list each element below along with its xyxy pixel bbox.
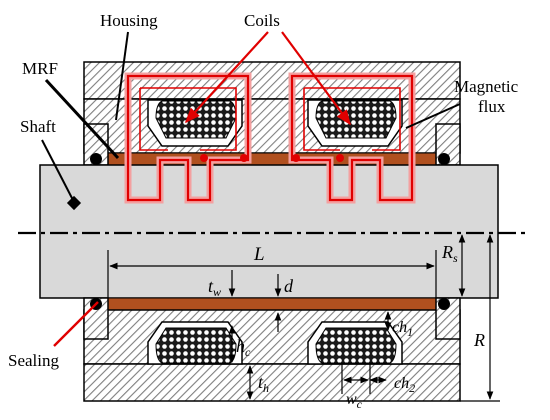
flux-node bbox=[240, 154, 248, 162]
label-sealing: Sealing bbox=[8, 351, 59, 370]
dim-th-label: th bbox=[258, 372, 269, 395]
bottom-half bbox=[83, 297, 461, 402]
flux-node bbox=[336, 154, 344, 162]
dim-R-label: R bbox=[473, 330, 485, 350]
leader-coil-left bbox=[184, 31, 269, 124]
dimension-lines bbox=[107, 234, 500, 402]
label-housing: Housing bbox=[100, 11, 158, 30]
dim-wc-label: wc bbox=[346, 391, 363, 411]
seal-ring-top-right bbox=[438, 153, 450, 165]
top-half bbox=[83, 61, 461, 166]
housing-outer-top bbox=[83, 61, 461, 100]
flux-loop-left-inner bbox=[139, 87, 237, 151]
label-coils: Coils bbox=[244, 11, 280, 30]
label-mrf: MRF bbox=[22, 59, 58, 78]
coil-right bbox=[315, 100, 397, 139]
label-flux: flux bbox=[478, 97, 506, 116]
dim-ch2-label: ch2 bbox=[394, 375, 415, 395]
flux-node bbox=[200, 154, 208, 162]
housing-outer-bottom bbox=[83, 363, 461, 402]
label-shaft: Shaft bbox=[20, 117, 56, 136]
dim-d-label: d bbox=[284, 276, 294, 296]
seal-ring-top-left bbox=[90, 153, 102, 165]
seal-ring-bottom-right bbox=[438, 298, 450, 310]
mrf-layer-bottom bbox=[107, 297, 437, 311]
dim-ch1-label: ch1 bbox=[392, 319, 413, 339]
shaft bbox=[39, 164, 499, 299]
leader-magnetic-flux bbox=[405, 103, 461, 129]
dim-tw-label: tw bbox=[208, 276, 221, 299]
coil-left bbox=[155, 100, 237, 139]
coil-leaders bbox=[184, 31, 351, 126]
dim-hc-label: hc bbox=[236, 336, 251, 359]
leader-housing bbox=[115, 31, 129, 121]
flux-loop-right bbox=[290, 74, 414, 202]
coil-bottom-left bbox=[155, 327, 237, 364]
dim-Rs-label: Rs bbox=[441, 242, 458, 265]
coil-bottom-right bbox=[315, 327, 397, 364]
leader-sealing bbox=[53, 301, 99, 347]
flux-loop-right-inner bbox=[303, 87, 401, 151]
callout-leaders bbox=[41, 31, 461, 203]
flux-node bbox=[292, 154, 300, 162]
leader-mrf bbox=[44, 78, 120, 160]
flux-loop-left bbox=[126, 74, 250, 202]
leader-shaft bbox=[41, 139, 75, 203]
magnetic-flux-paths bbox=[124, 72, 416, 204]
leader-coil-right bbox=[281, 31, 351, 126]
dim-L-label: L bbox=[253, 244, 265, 265]
label-magnetic: Magnetic bbox=[454, 77, 519, 96]
